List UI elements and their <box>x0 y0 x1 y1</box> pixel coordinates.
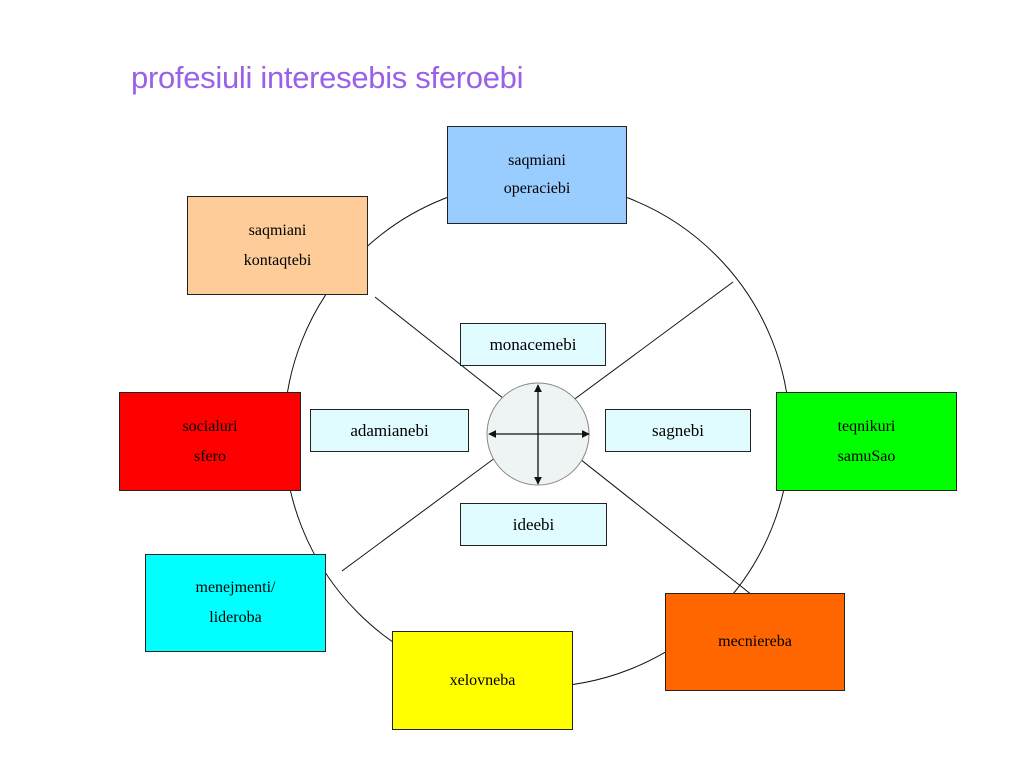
center-label-text: adamianebi <box>350 420 429 440</box>
center-label-sagnebi: sagnebi <box>605 409 751 452</box>
sphere-teqnikuri: teqnikuri samuSao <box>776 392 957 491</box>
sphere-label-line: menejmenti/ <box>195 579 276 596</box>
sphere-label-line: mecniereba <box>718 633 792 650</box>
center-label-monacemebi: monacemebi <box>460 323 606 366</box>
sphere-label-line: teqnikuri <box>837 417 896 435</box>
sphere-xelovneba: xelovneba <box>392 631 573 730</box>
sphere-label-line: socialuri <box>182 417 238 435</box>
sphere-kontaqtebi: saqmiani kontaqtebi <box>187 196 368 295</box>
sphere-operaciebi: saqmiani operaciebi <box>447 126 627 224</box>
sphere-socialuri: socialuri sfero <box>119 392 301 491</box>
sphere-label-line: lideroba <box>209 609 262 626</box>
sphere-menejmenti: menejmenti/ lideroba <box>145 554 326 652</box>
compass-rose-icon <box>488 384 590 485</box>
page-title: profesiuli interesebis sferoebi <box>131 60 524 95</box>
sphere-mecniereba: mecniereba <box>665 593 845 691</box>
center-label-text: sagnebi <box>652 420 704 440</box>
center-label-text: ideebi <box>512 514 555 534</box>
sphere-label-line: sfero <box>194 447 226 465</box>
sphere-label-line: saqmiani <box>248 221 307 239</box>
sphere-label-line: operaciebi <box>503 180 571 197</box>
center-label-ideebi: ideebi <box>460 503 607 546</box>
sphere-label-line: saqmiani <box>508 152 566 169</box>
sphere-label-line: xelovneba <box>449 671 516 689</box>
sphere-label-line: kontaqtebi <box>243 251 312 269</box>
sphere-label-line: samuSao <box>837 447 896 465</box>
center-label-adamianebi: adamianebi <box>310 409 469 452</box>
center-label-text: monacemebi <box>489 334 577 354</box>
